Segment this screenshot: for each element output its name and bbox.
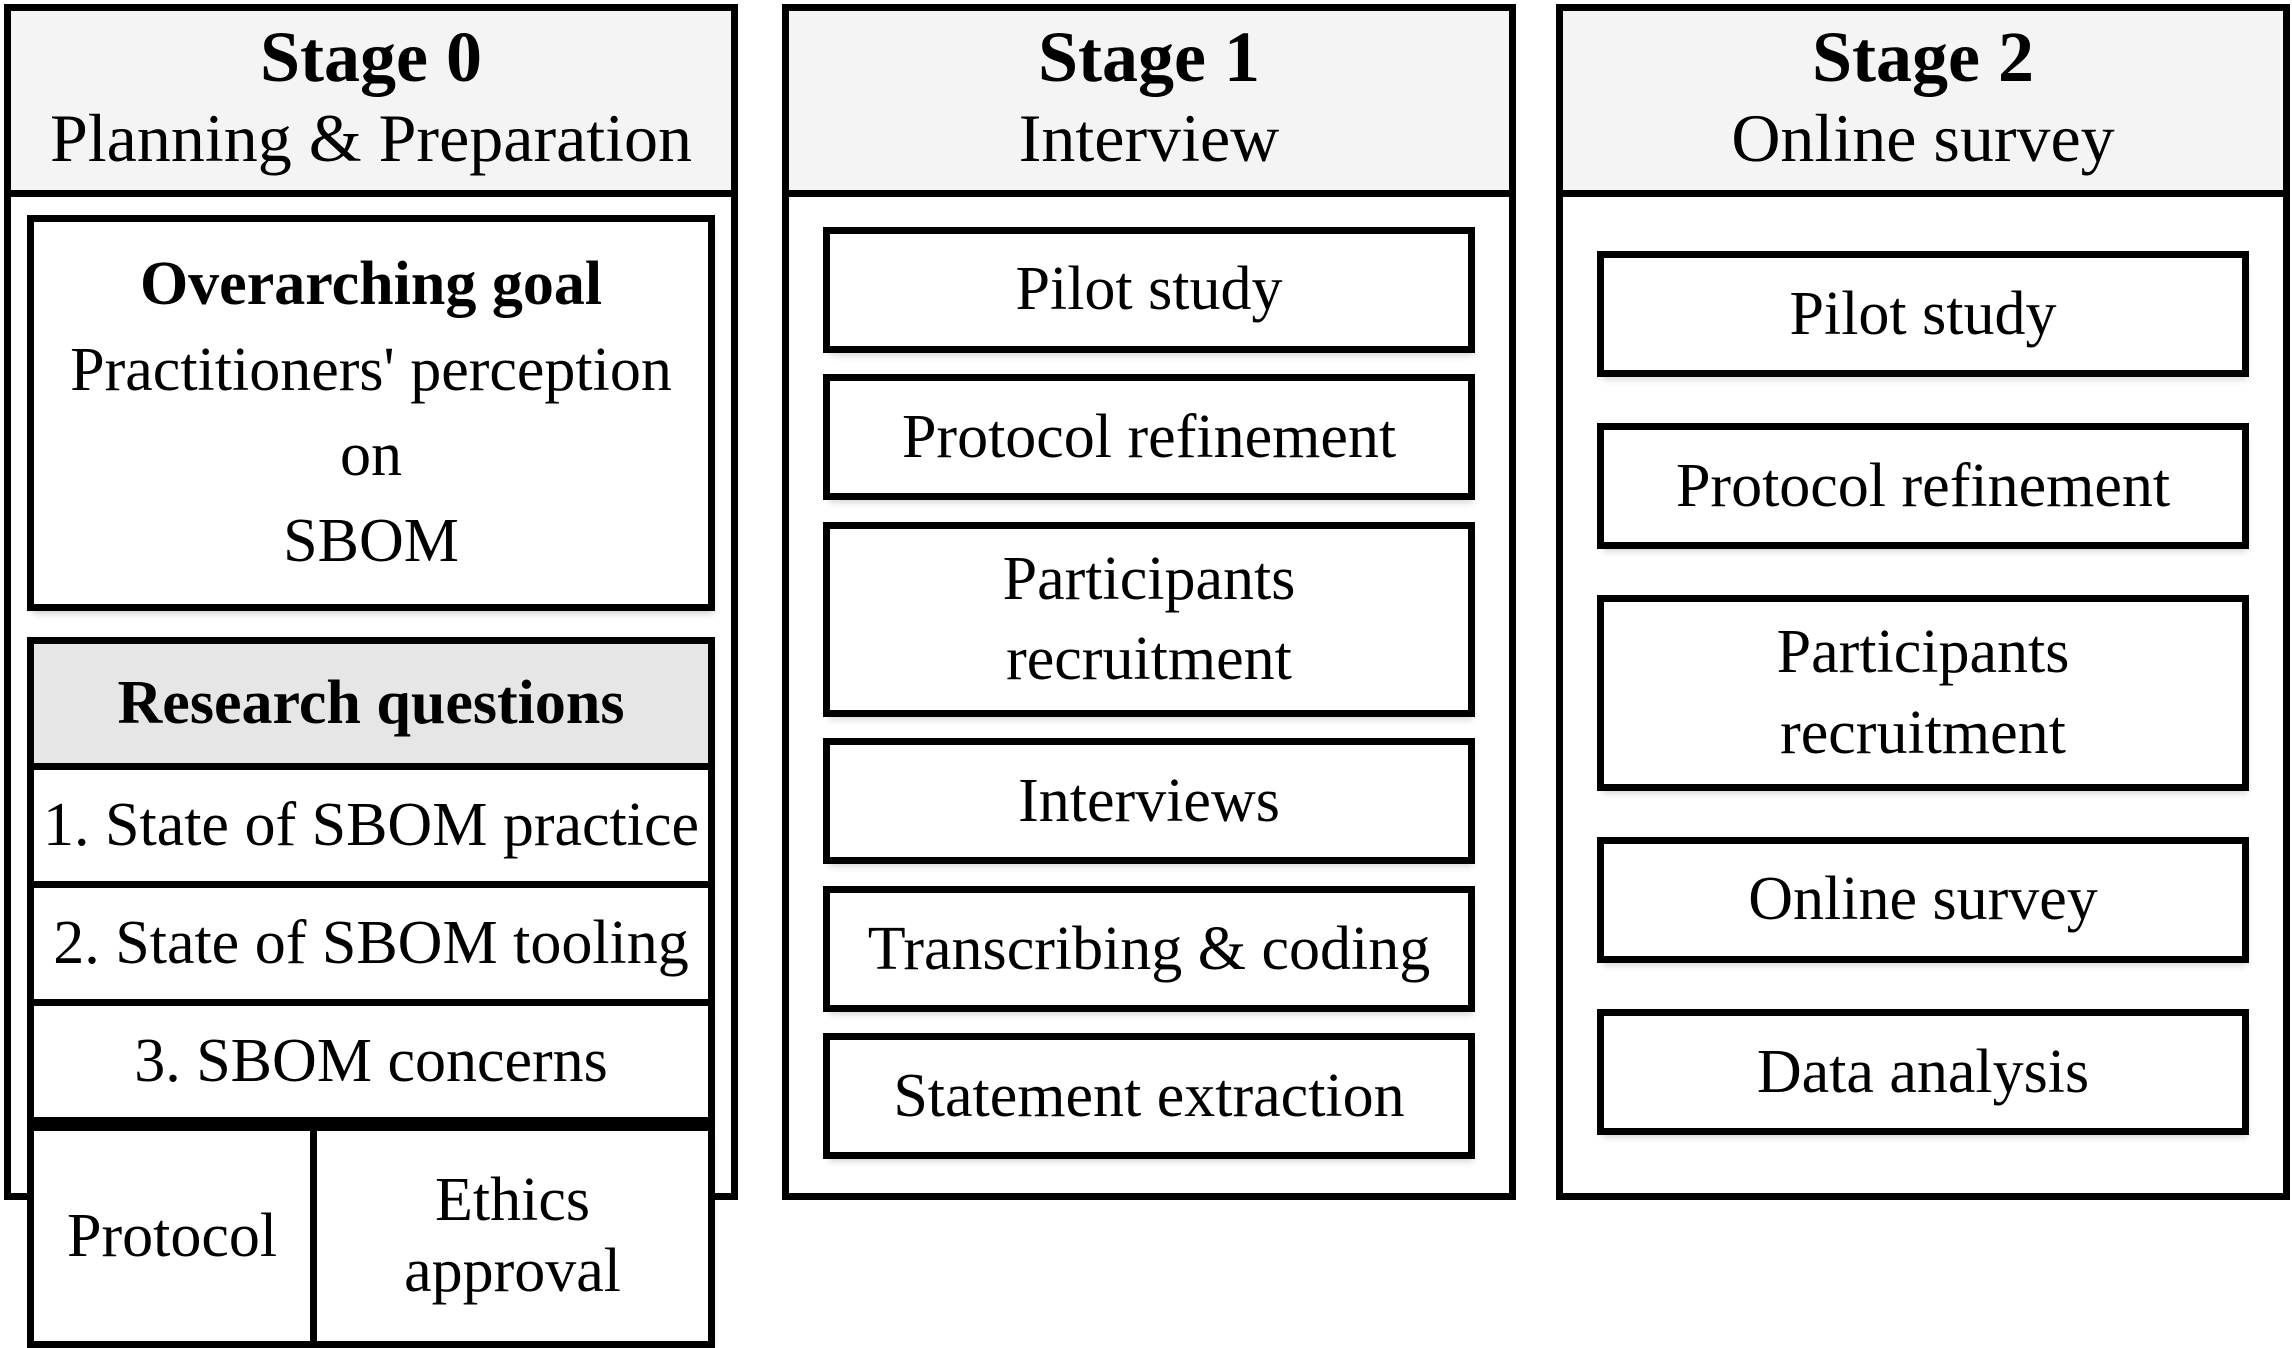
research-questions-stack: Research questions 1. State of SBOM prac… (27, 637, 715, 1125)
stage-1-title: Stage 1 (1038, 17, 1260, 97)
stage-2-subtitle: Online survey (1731, 99, 2115, 176)
stage-1-body: Pilot study Protocol refinement Particip… (789, 197, 1509, 1193)
step-statement-extraction: Statement extraction (823, 1033, 1475, 1160)
ethics-approval-cell: Ethics approval (404, 1166, 621, 1306)
stage-0-column: Stage 0 Planning & Preparation Overarchi… (4, 4, 738, 1348)
stage-0-subtitle: Planning & Preparation (49, 99, 693, 176)
step-pilot-study: Pilot study (1597, 251, 2249, 378)
stage-1-subtitle: Interview (1018, 99, 1280, 176)
stage-2-body: Pilot study Protocol refinement Particip… (1563, 197, 2283, 1193)
protocol-ethics-row: Protocol Ethics approval (27, 1124, 715, 1348)
stage-2-header: Stage 2 Online survey (1563, 11, 2283, 198)
overarching-goal-box: Overarching goal Practitioners' percepti… (27, 215, 715, 612)
study-design-figure: { "figure": { "columns": [ { "title": "S… (4, 4, 2290, 1348)
stage-1-column: Stage 1 Interview Pilot study Protocol r… (782, 4, 1516, 1200)
step-protocol-refinement: Protocol refinement (823, 374, 1475, 501)
research-question-item: 3. SBOM concerns (27, 999, 715, 1125)
step-data-analysis: Data analysis (1597, 1008, 2249, 1135)
step-participants-recruitment: Participants recruitment (1597, 595, 2249, 791)
overarching-goal-text: Practitioners' perception on SBOM (70, 335, 672, 575)
research-questions-header: Research questions (27, 637, 715, 771)
stage-0-body: Overarching goal Practitioners' percepti… (11, 197, 731, 1348)
step-online-survey: Online survey (1597, 836, 2249, 963)
stage-0-header: Stage 0 Planning & Preparation (11, 11, 731, 198)
step-transcribing-coding: Transcribing & coding (823, 885, 1475, 1012)
stage-2-column: Stage 2 Online survey Pilot study Protoc… (1556, 4, 2290, 1200)
research-question-item: 2. State of SBOM tooling (27, 881, 715, 1007)
three-stage-methodology-diagram: Stage 0 Planning & Preparation Overarchi… (4, 4, 2290, 1348)
step-interviews: Interviews (823, 738, 1475, 865)
stage-2-title: Stage 2 (1812, 17, 2034, 97)
stage-1-header: Stage 1 Interview (789, 11, 1509, 198)
step-protocol-refinement: Protocol refinement (1597, 423, 2249, 550)
step-participants-recruitment: Participants recruitment (823, 521, 1475, 717)
protocol-cell: Protocol (34, 1131, 318, 1342)
research-question-item: 1. State of SBOM practice (27, 763, 715, 889)
overarching-goal-heading: Overarching goal (139, 250, 603, 319)
stage-0-title: Stage 0 (260, 17, 482, 97)
step-pilot-study: Pilot study (823, 226, 1475, 353)
